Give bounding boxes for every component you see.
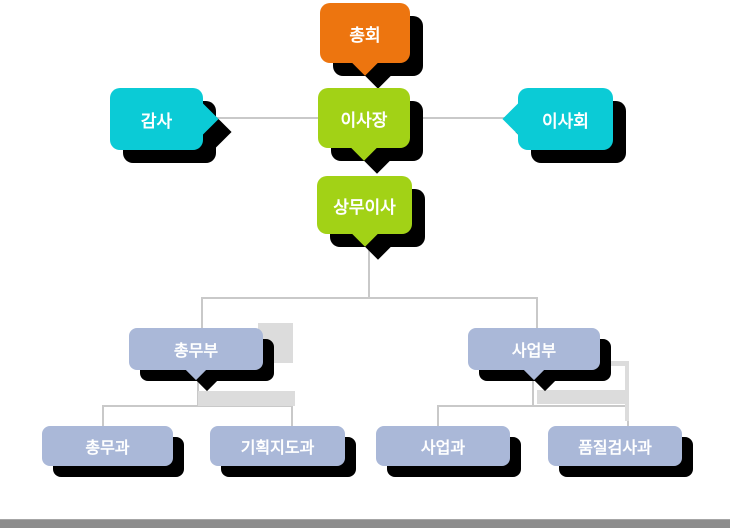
org-node-general-affairs-dept: 총무부 xyxy=(129,328,263,381)
connector-drop-pgs xyxy=(291,405,293,427)
connector-drop-gas xyxy=(102,405,104,427)
node-label: 사업과 xyxy=(420,438,466,457)
gray-shadow-artifact xyxy=(537,390,629,404)
node-label: 기획지도과 xyxy=(240,438,315,457)
org-node-quality-inspection-section: 품질검사과 xyxy=(548,426,682,466)
node-label: 총회 xyxy=(349,25,381,46)
org-node-managing-director: 상무이사 xyxy=(317,176,412,247)
gray-shadow-artifact xyxy=(258,323,293,363)
node-label: 이사회 xyxy=(542,111,589,132)
gray-shadow-artifact xyxy=(198,391,295,406)
connector-bd-stem xyxy=(532,378,534,406)
node-label: 총무부 xyxy=(173,341,219,360)
org-node-chairman: 이사장 xyxy=(318,88,410,161)
connector-drop-bs xyxy=(437,405,439,427)
connector-drop-gad xyxy=(201,297,203,331)
org-node-general-assembly: 총회 xyxy=(320,3,410,76)
gray-shadow-artifact xyxy=(600,361,629,366)
org-node-auditor: 감사 xyxy=(110,88,219,150)
org-node-general-affairs-section: 총무과 xyxy=(42,426,173,466)
node-label: 상무이사 xyxy=(333,197,396,218)
footer-divider-bar xyxy=(0,519,730,528)
org-node-planning-guidance-section: 기획지도과 xyxy=(210,426,345,466)
node-label: 품질검사과 xyxy=(578,438,652,457)
node-label: 이사장 xyxy=(340,110,388,131)
connector-depts-horizontal xyxy=(201,297,538,299)
connector-drop-bd xyxy=(536,297,538,331)
connector-md-stem xyxy=(368,244,370,298)
org-node-business-section: 사업과 xyxy=(376,426,510,466)
connector-gad-children-horizontal xyxy=(102,405,293,407)
connector-bd-children-horizontal xyxy=(437,405,629,407)
node-label: 사업부 xyxy=(511,341,557,360)
org-node-board-of-directors: 이사회 xyxy=(502,88,613,150)
org-node-business-dept: 사업부 xyxy=(468,328,600,381)
node-label: 감사 xyxy=(140,111,173,132)
node-label: 총무과 xyxy=(85,438,130,457)
